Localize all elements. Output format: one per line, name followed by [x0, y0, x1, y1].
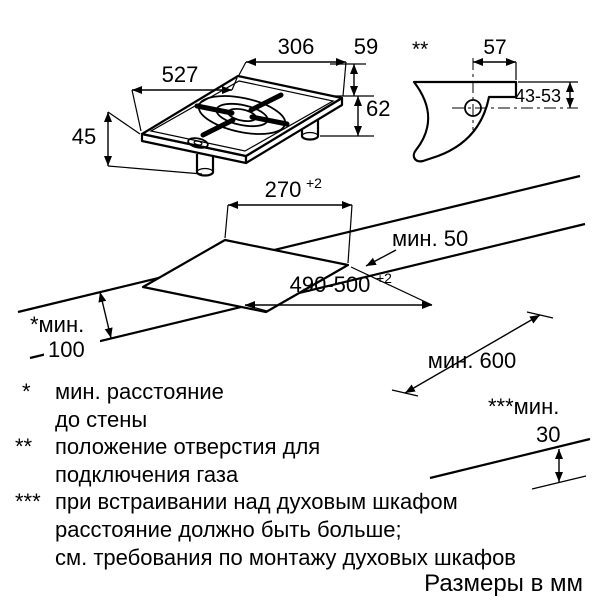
dim-62-label: 62 — [366, 96, 390, 121]
hob-foot-front-top — [196, 167, 214, 177]
min-600-label: мин. 600 — [428, 348, 517, 373]
footnote-3-line-1: при встраивании над духовым шкафом — [55, 489, 458, 514]
dim-57-label: 57 — [483, 36, 506, 59]
dim-gas-offset-57: 57 — [473, 36, 517, 80]
min-wall-label: *мин. — [30, 312, 84, 337]
footnote-2-marker: ** — [15, 434, 33, 459]
worktop-back-edge — [29, 222, 586, 360]
footnote-1-marker: * — [22, 379, 31, 404]
dim-490-500-tolerance: +2 — [376, 270, 392, 286]
footnotes: * мин. расстояние до стены ** положение … — [15, 379, 516, 570]
footnote-2-line-2: подключения газа — [55, 462, 239, 487]
dim-527-label: 527 — [162, 62, 199, 87]
hob-foot-right-top — [301, 131, 319, 141]
units-note: Размеры в мм — [424, 570, 583, 597]
footnote-2-line-1: положение отверстия для — [55, 434, 320, 459]
dim-min-wall-100: *мин. 100 — [30, 291, 113, 362]
min-oven-value: 30 — [536, 422, 560, 447]
dim-270-label: 270 — [265, 177, 302, 202]
pan-support — [194, 92, 290, 138]
dim-min-oven-30: ***мин. 30 — [488, 394, 587, 490]
dim-490-500-label: 490-500 — [290, 272, 371, 297]
dim-306-label: 306 — [278, 34, 315, 59]
dim-270-tolerance: +2 — [306, 175, 322, 191]
dim-cutout-depth-490-500: 490-500 +2 — [244, 266, 433, 312]
control-knob — [187, 137, 209, 149]
dim-depth-527: 527 — [131, 62, 238, 132]
gas-hole — [464, 99, 482, 117]
cutout-outline — [141, 238, 350, 314]
dim-width-306: 306 — [238, 34, 347, 97]
footnote-3-line-2: расстояние должно быть больше; — [55, 517, 402, 542]
dim-height-59: 59 — [330, 34, 378, 96]
leader-min-50: мин. 50 — [365, 226, 468, 267]
min-wall-value: 100 — [48, 337, 85, 362]
hob-top-surface — [140, 74, 344, 158]
footnote-3-marker: *** — [15, 489, 41, 514]
dim-45-label: 45 — [72, 124, 96, 149]
worktop-front-edge — [429, 437, 591, 480]
dim-install-depth-45: 45 — [72, 111, 203, 175]
footnote-1-line-1: мин. расстояние — [55, 379, 224, 404]
hob-foot-front — [195, 154, 215, 177]
dim-min-depth-600: мин. 600 — [391, 311, 554, 397]
hob-perspective-view: 306 527 59 62 45 — [72, 34, 390, 177]
gas-connection-view: ** 57 43-53 — [412, 36, 578, 163]
gas-section-outline — [412, 80, 518, 163]
min-50-label: мин. 50 — [392, 226, 468, 251]
dim-height-62: 62 — [320, 95, 390, 137]
footnote-3-line-3: см. требования по монтажу духовых шкафов — [55, 545, 516, 570]
dim-gas-height-43-53: 43-53 — [515, 81, 578, 108]
gas-marker-label: ** — [412, 38, 428, 61]
dim-cutout-width-270: 270 +2 — [224, 175, 353, 264]
footnote-1-line-2: до стены — [55, 407, 147, 432]
min-oven-label: ***мин. — [488, 394, 559, 419]
dim-59-label: 59 — [354, 34, 378, 59]
hob-inner-rim — [149, 80, 335, 152]
wall-line — [17, 174, 581, 314]
dim-43-53-label: 43-53 — [515, 86, 561, 106]
worktop-cutout-view: 270 +2 мин. 50 490-500 +2 *мин. 100 — [17, 174, 591, 490]
